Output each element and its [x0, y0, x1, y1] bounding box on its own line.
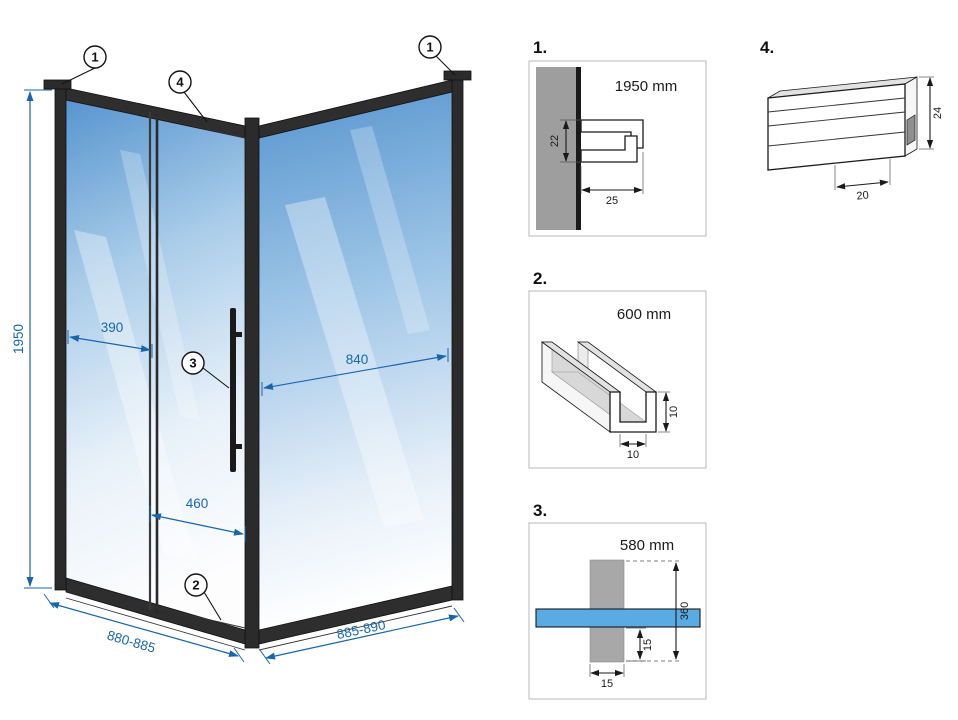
dim-height-label: 1950 — [11, 324, 26, 354]
dim-fixed-panel-label: 390 — [101, 320, 124, 335]
detail-3-title: 580 mm — [620, 537, 674, 554]
detail-3-dim-inner: 15 — [642, 639, 654, 651]
dim-base-front-label: 880-885 — [105, 628, 157, 656]
sliding-door — [148, 112, 246, 629]
callout-3: 3 — [181, 351, 230, 389]
right-top-bracket — [443, 70, 472, 81]
callout-2: 2 — [184, 573, 222, 621]
channel-cross-section — [609, 391, 657, 433]
dim-door-label: 460 — [186, 496, 209, 511]
detail-1-wall-profile: 1. 1950 mm 22 25 — [528, 38, 707, 237]
callout-3-number: 3 — [189, 356, 196, 371]
dim-side-panel-label: 840 — [346, 352, 369, 367]
glass-panel-bar — [535, 608, 701, 628]
door-handle — [230, 308, 236, 472]
detail-3-dim-width: 15 — [601, 678, 613, 690]
detail-1-box — [528, 60, 707, 237]
callout-4-number: 4 — [176, 75, 184, 90]
detail-3-glass-mount: 3. 580 mm 360 15 15 — [528, 501, 707, 700]
detail-1-label: 1. — [533, 38, 547, 57]
left-top-bracket — [43, 79, 72, 90]
callout-1-left-number: 1 — [91, 50, 98, 65]
right-wall-profile — [451, 75, 464, 601]
callout-4: 4 — [168, 70, 208, 123]
front-glass-panel — [66, 100, 245, 630]
detail-3-dim-height: 360 — [679, 602, 691, 620]
detail-4-dim-height: 24 — [932, 107, 944, 119]
detail-4-label: 4. — [760, 38, 774, 57]
callout-1-right-number: 1 — [426, 40, 433, 55]
corner-post — [244, 117, 260, 649]
detail-4-dim-width: 20 — [856, 189, 869, 202]
handle-standoff-bottom — [236, 444, 242, 449]
detail-2-title: 600 mm — [617, 306, 671, 323]
left-wall-profile — [54, 85, 67, 591]
profile-bottom-arm — [580, 135, 638, 163]
detail-1-dim-height: 22 — [549, 135, 561, 147]
track-channel-slot — [906, 114, 916, 146]
wall-section — [536, 67, 576, 230]
handle-standoff-top — [236, 332, 242, 337]
detail-2-dim-height: 10 — [668, 406, 680, 418]
callout-2-number: 2 — [192, 578, 199, 593]
door-top-edge — [149, 115, 246, 139]
detail-1-title: 1950 mm — [615, 78, 678, 95]
wall-face-line — [576, 67, 581, 230]
track-front-face — [767, 83, 906, 171]
detail-2-box — [528, 290, 707, 469]
detail-4-top-track: 4. 24 20 — [760, 38, 944, 203]
detail-1-dim-width: 25 — [606, 195, 618, 207]
callouts: 1 4 1 3 2 — [61, 35, 456, 621]
callout-1-left: 1 — [61, 45, 107, 85]
detail-2-bottom-rail: 2. 600 mm 10 10 — [528, 269, 707, 469]
callout-1-right: 1 — [418, 35, 456, 76]
detail-2-dim-width: 10 — [627, 449, 639, 461]
shower-isometric-view: 1950 390 840 460 880-885 — [11, 35, 472, 665]
detail-3-label: 3. — [533, 501, 547, 520]
detail-3-box — [528, 522, 707, 700]
detail-2-label: 2. — [533, 269, 547, 288]
